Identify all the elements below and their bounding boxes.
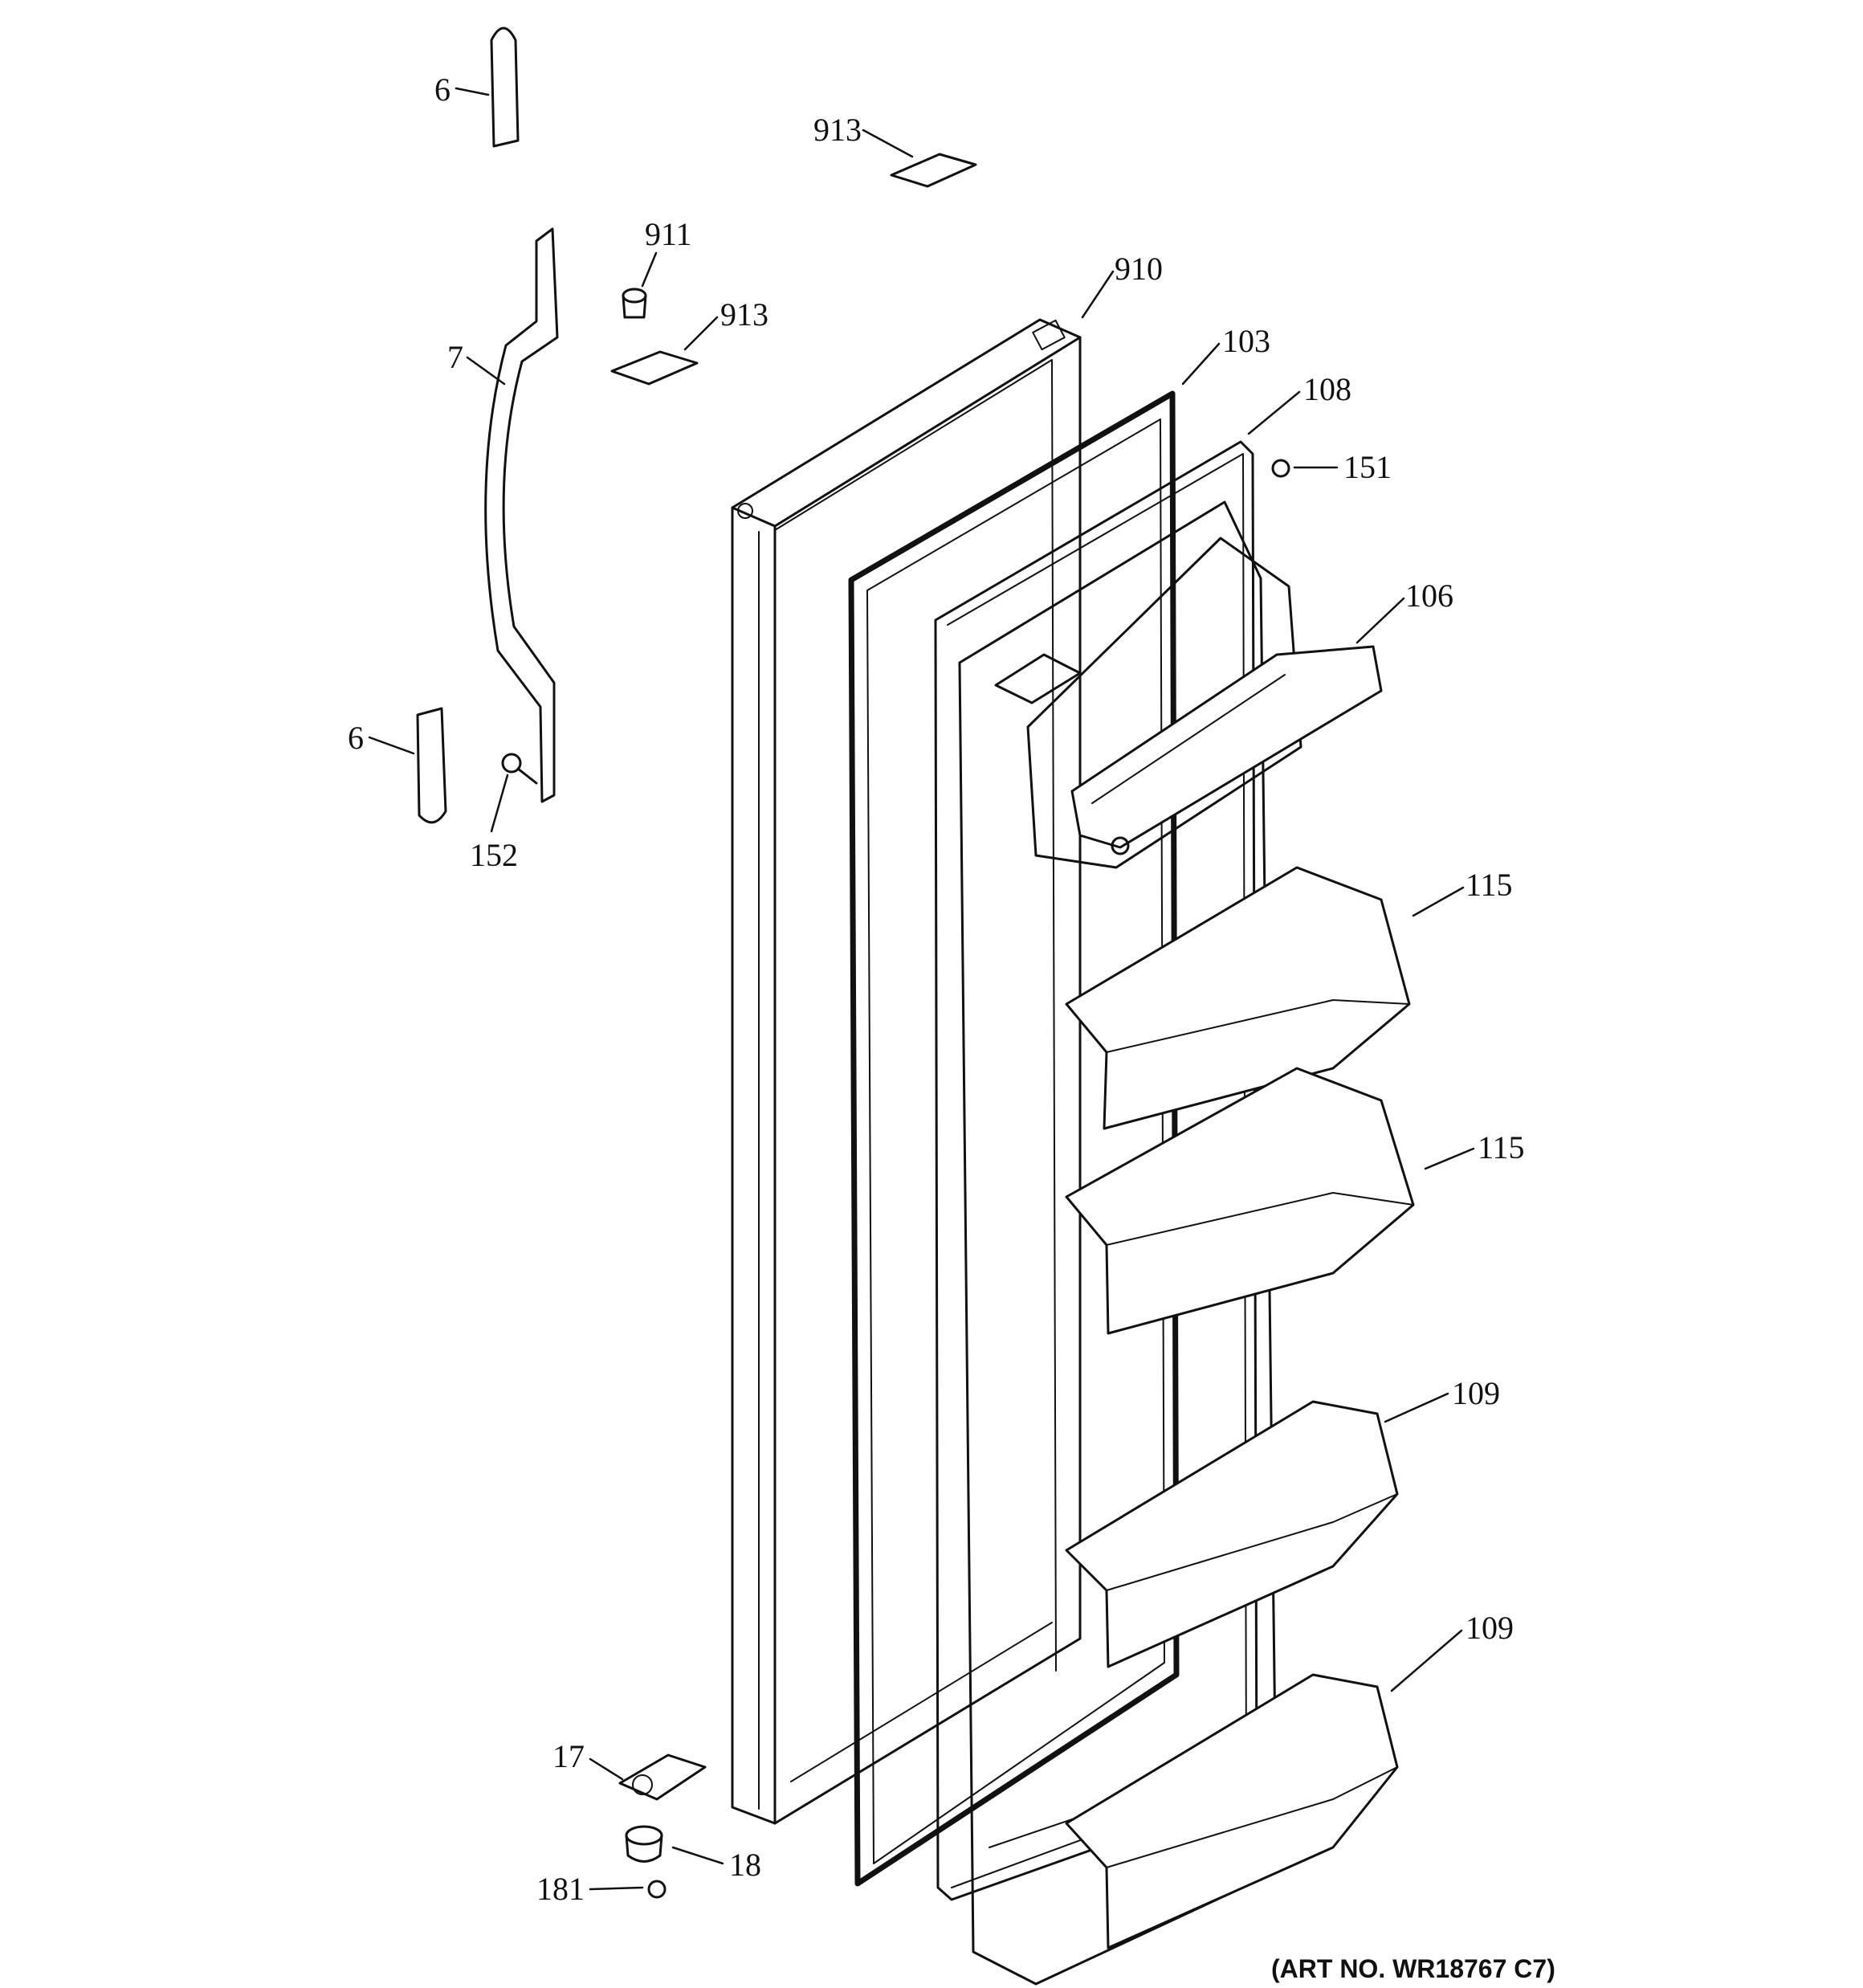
callout-911: 911 bbox=[641, 216, 692, 288]
callout-913-mid: 913 bbox=[683, 296, 768, 351]
callout-108-label: 108 bbox=[1303, 371, 1351, 407]
liner-screw-151 bbox=[1271, 459, 1290, 478]
hinge-screw-181 bbox=[647, 1880, 667, 1899]
callout-18-label: 18 bbox=[729, 1847, 761, 1883]
callout-910: 910 bbox=[1081, 251, 1163, 319]
callout-109-upper-label: 109 bbox=[1452, 1375, 1500, 1411]
upper-handle-end-cap bbox=[490, 27, 520, 148]
callout-18: 18 bbox=[671, 1846, 761, 1883]
callout-151: 151 bbox=[1293, 449, 1392, 485]
callout-152: 152 bbox=[470, 774, 518, 873]
upper-door-bin bbox=[1065, 866, 1411, 1130]
callout-181-label: 181 bbox=[536, 1871, 585, 1907]
door-handle bbox=[484, 227, 559, 803]
callout-17: 17 bbox=[552, 1738, 624, 1781]
callout-181: 181 bbox=[536, 1871, 644, 1907]
callout-7-label: 7 bbox=[447, 339, 463, 375]
hinge-cover-913-lower bbox=[610, 350, 699, 386]
art-number: (ART NO. WR18767 C7) bbox=[1271, 1954, 1555, 1983]
callout-6-top: 6 bbox=[434, 71, 490, 108]
callout-103-label: 103 bbox=[1222, 323, 1270, 359]
callout-6-top-label: 6 bbox=[434, 71, 450, 108]
callout-913-mid-label: 913 bbox=[720, 296, 768, 333]
callout-106-label: 106 bbox=[1405, 578, 1453, 614]
callout-6-bottom-label: 6 bbox=[348, 720, 364, 756]
callout-115-lower: 115 bbox=[1424, 1129, 1525, 1170]
callout-913-top: 913 bbox=[813, 112, 914, 158]
callout-108: 108 bbox=[1247, 371, 1351, 435]
callout-910-label: 910 bbox=[1115, 251, 1163, 287]
callout-151-label: 151 bbox=[1343, 449, 1392, 485]
lower-door-bin bbox=[1065, 1400, 1399, 1668]
callout-106: 106 bbox=[1355, 578, 1453, 644]
callout-913-top-label: 913 bbox=[813, 112, 862, 148]
outer-door-panel bbox=[731, 318, 1082, 1825]
callout-109-upper: 109 bbox=[1384, 1375, 1500, 1423]
bottom-hinge-17 bbox=[618, 1753, 707, 1801]
callout-103: 103 bbox=[1181, 323, 1270, 386]
lower-handle-end-cap bbox=[416, 707, 447, 824]
callout-115-upper-label: 115 bbox=[1466, 867, 1513, 903]
hinge-cover-913-upper bbox=[890, 153, 977, 188]
callout-152-label: 152 bbox=[470, 837, 518, 873]
hinge-bushing-18 bbox=[625, 1825, 663, 1863]
callout-6-bottom: 6 bbox=[348, 720, 415, 756]
callout-17-label: 17 bbox=[552, 1738, 585, 1774]
callout-109-lower: 109 bbox=[1390, 1610, 1514, 1692]
bottom-door-bin bbox=[1065, 1673, 1399, 1949]
callout-7: 7 bbox=[447, 339, 506, 386]
door-gasket bbox=[848, 390, 1180, 1887]
middle-door-bin bbox=[1065, 1067, 1415, 1335]
handle-screw-152 bbox=[501, 753, 538, 785]
callout-115-lower-label: 115 bbox=[1478, 1129, 1525, 1165]
hinge-cap-911 bbox=[622, 288, 647, 319]
callout-109-lower-label: 109 bbox=[1466, 1610, 1514, 1646]
callout-115-upper: 115 bbox=[1412, 867, 1513, 917]
dairy-compartment bbox=[994, 537, 1383, 869]
callout-911-label: 911 bbox=[645, 216, 692, 252]
